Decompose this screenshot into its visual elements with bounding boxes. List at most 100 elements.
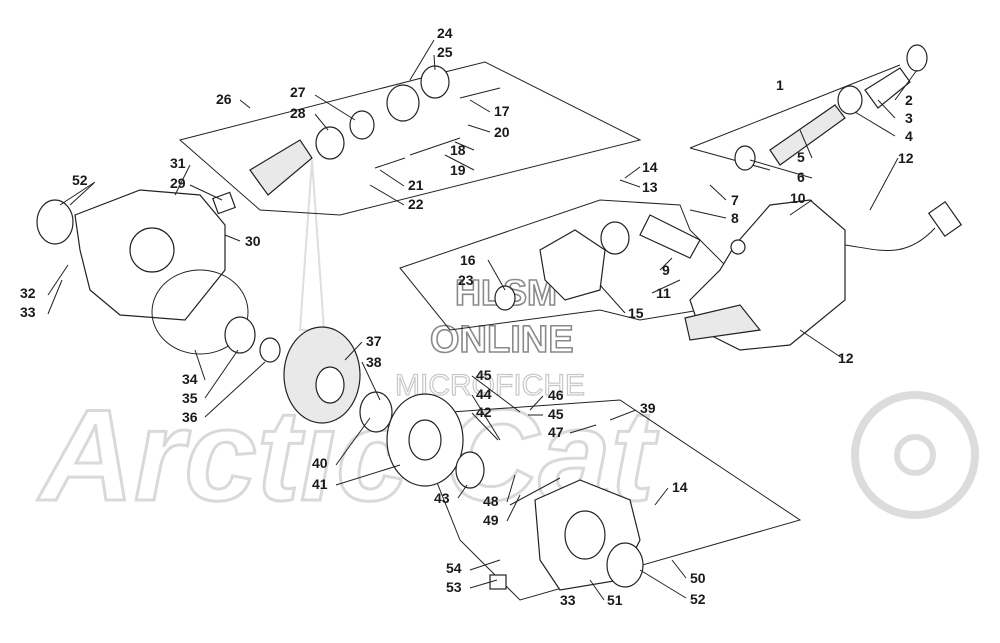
callout-14-top: 14 <box>642 159 658 175</box>
part-5-shaft <box>769 104 846 166</box>
callout-12-top: 12 <box>898 150 914 166</box>
callout-51: 51 <box>607 592 623 608</box>
part-29-spacer <box>212 191 236 215</box>
watermark-spire <box>298 159 326 331</box>
callout-41: 41 <box>312 476 328 492</box>
callout-45-right: 45 <box>548 406 564 422</box>
part-29-pinion <box>249 139 313 196</box>
part-49-pin <box>509 477 561 506</box>
callout-3: 3 <box>905 110 913 126</box>
callout-7: 7 <box>731 192 739 208</box>
gear-case-port <box>730 239 746 255</box>
callout-35: 35 <box>182 390 198 406</box>
part-16-ring <box>494 285 516 311</box>
part-36-shim <box>259 337 281 363</box>
callout-49: 49 <box>483 512 499 528</box>
bracket-39 <box>409 399 802 601</box>
callout-18: 18 <box>450 142 466 158</box>
part-52-seal-top <box>36 199 74 245</box>
callout-9: 9 <box>662 262 670 278</box>
callout-50: 50 <box>690 570 706 586</box>
pinion-group <box>212 65 501 215</box>
pinion-pins <box>374 87 501 169</box>
bracket-1-top <box>689 64 901 149</box>
callout-46: 46 <box>548 387 564 403</box>
part-28-bearing <box>315 126 345 160</box>
callout-12-bottom: 12 <box>838 350 854 366</box>
part-25-bearing <box>420 65 450 99</box>
part-52-seal-bottom <box>606 542 644 588</box>
callout-48: 48 <box>483 493 499 509</box>
part-6-seal <box>734 145 756 171</box>
front-housing-bore <box>129 227 175 273</box>
callout-24: 24 <box>437 25 453 41</box>
callout-38: 38 <box>366 354 382 370</box>
callout-13: 13 <box>642 179 658 195</box>
callout-28: 28 <box>290 105 306 121</box>
input-shaft-assy <box>734 44 928 171</box>
mid-housing-body <box>539 229 606 301</box>
watermark-line2: ONLINE <box>430 319 574 361</box>
callout-33-left: 33 <box>20 304 36 320</box>
part-9-bracket <box>639 214 701 259</box>
callout-30: 30 <box>245 233 261 249</box>
sensor-connector <box>927 200 963 238</box>
callout-2: 2 <box>905 92 913 108</box>
callout-54: 54 <box>446 560 462 576</box>
callout-32: 32 <box>20 285 36 301</box>
callout-26: 26 <box>216 91 232 107</box>
callout-29: 29 <box>170 175 186 191</box>
callouts: 1 2 3 4 5 6 7 8 9 10 11 12 12 13 14 14 1… <box>20 25 914 608</box>
gear-case-mount <box>684 304 762 341</box>
watermark-wheel <box>851 391 979 519</box>
part-35-bearing <box>224 316 256 354</box>
callout-17: 17 <box>494 103 510 119</box>
callout-22: 22 <box>408 196 424 212</box>
callout-52-top: 52 <box>72 172 88 188</box>
callout-15: 15 <box>628 305 644 321</box>
sensor-wire <box>844 227 936 252</box>
callout-33-bottom: 33 <box>560 592 576 608</box>
part-24-race <box>386 84 420 122</box>
callout-14-bottom: 14 <box>672 479 688 495</box>
callout-16: 16 <box>460 252 476 268</box>
part-3-boot <box>864 67 911 109</box>
part-27-ring <box>349 110 375 140</box>
leader-lines <box>47 39 918 601</box>
part-34-oring <box>151 269 249 355</box>
rear-cover-bore <box>564 510 606 560</box>
callout-20: 20 <box>494 124 510 140</box>
part-2-ring <box>906 44 928 72</box>
callout-45-top: 45 <box>476 367 492 383</box>
callout-42: 42 <box>476 404 492 420</box>
watermark-hub <box>894 434 936 476</box>
callout-36: 36 <box>182 409 198 425</box>
callout-43: 43 <box>434 490 450 506</box>
part-53-plug <box>489 574 507 590</box>
rear-cover <box>489 477 644 591</box>
callout-25: 25 <box>437 44 453 60</box>
front-housing-31 <box>36 189 226 321</box>
part-43-seal <box>455 451 485 489</box>
callout-31: 31 <box>170 155 186 171</box>
callout-40: 40 <box>312 455 328 471</box>
callout-37: 37 <box>366 333 382 349</box>
callout-39: 39 <box>640 400 656 416</box>
callout-52-bottom: 52 <box>690 591 706 607</box>
callout-27: 27 <box>290 84 306 100</box>
callout-10: 10 <box>790 190 806 206</box>
ring-gear-37 <box>283 326 393 433</box>
callout-44: 44 <box>476 386 492 402</box>
callout-53: 53 <box>446 579 462 595</box>
callout-8: 8 <box>731 210 739 226</box>
gear-case-10 <box>684 199 963 351</box>
part-4-clamp <box>837 85 863 115</box>
part-13-bearing <box>600 221 630 255</box>
callout-47: 47 <box>548 424 564 440</box>
ring-gear-hub <box>315 366 345 404</box>
bracket-1-left <box>689 147 771 171</box>
callout-1: 1 <box>776 77 784 93</box>
callout-19: 19 <box>450 162 466 178</box>
